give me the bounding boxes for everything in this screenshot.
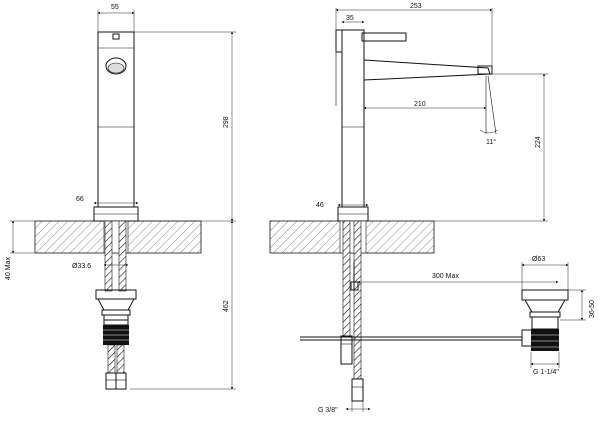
side-waste-thread <box>531 329 559 351</box>
dim-front-width: 55 <box>111 4 119 11</box>
dim-front-base: 66 <box>76 196 84 203</box>
dim-front-height: 298 <box>223 116 230 128</box>
dim-waste-thread: G 1-1/4" <box>533 369 559 376</box>
front-hose-left <box>104 220 113 292</box>
side-tap-body <box>341 29 365 208</box>
side-view: 11° 253 35 <box>269 3 596 414</box>
dim-side-base: 46 <box>316 202 324 209</box>
dim-front-counter: 40 Max <box>5 257 12 280</box>
front-hose-right <box>118 220 127 292</box>
dim-waste-diameter: Ø63 <box>532 256 545 263</box>
dim-side-angle: 11° <box>486 138 496 146</box>
dim-side-height: 224 <box>535 136 542 148</box>
front-handle-pin <box>112 33 120 40</box>
dim-side-body: 35 <box>346 15 354 22</box>
dim-front-total: 462 <box>223 300 230 312</box>
dim-front-hole: Ø33.6 <box>72 263 91 270</box>
side-spout <box>363 59 491 81</box>
dim-side-reach: 210 <box>414 101 426 108</box>
dim-waste-height: 36-50 <box>589 300 596 318</box>
dim-side-total-width: 253 <box>410 3 422 10</box>
dim-side-rod: 300 Max <box>432 273 459 280</box>
dim-supply-thread: G 3/8" <box>318 407 338 414</box>
front-view: 55 298 462 66 40 Max Ø33.6 <box>5 4 236 390</box>
side-lever <box>361 32 407 42</box>
